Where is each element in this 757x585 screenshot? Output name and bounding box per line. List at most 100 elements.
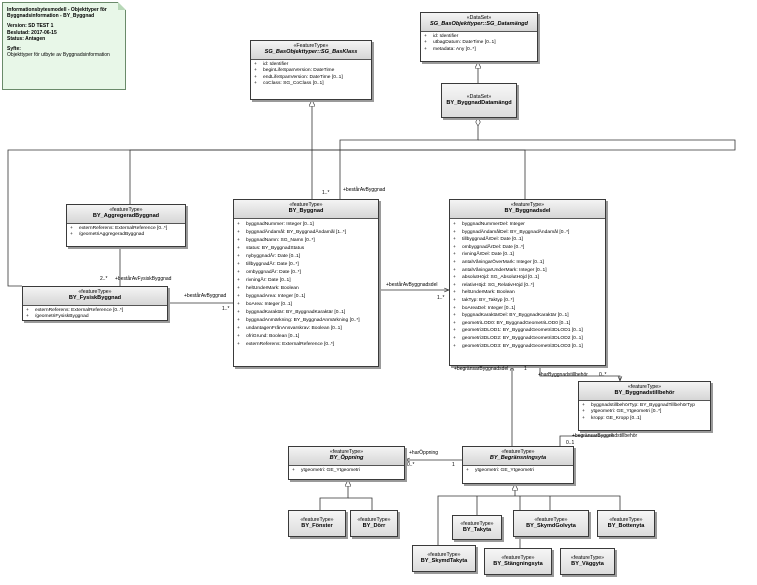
class-name: BY_Takyta <box>462 526 492 533</box>
attribute: nybyggnadÅr: Date [0..1] <box>237 253 375 261</box>
class-by-oppning[interactable]: «featureType» BY_Öppning ytgeometri: GE_… <box>288 446 405 480</box>
class-by-dorr[interactable]: «featureType» BY_Dörr <box>350 510 398 537</box>
attribute: undantagenFrånAnsvarskrav: Boolean [0..1… <box>237 325 375 333</box>
attribute: tillbyggnadÅrDel: Date [0..1] <box>453 236 602 244</box>
aggregation-line <box>7 139 736 287</box>
note-title: Informationsbytesmodell - Objekttyper fö… <box>7 7 107 20</box>
class-sg-datamangd[interactable]: «DataSet» SG_BasObjekttyper::SG_Datamäng… <box>420 12 538 62</box>
association-line <box>539 366 620 381</box>
class-by-fysiskbyggnad[interactable]: «featureType» BY_FysiskByggnad externRef… <box>22 286 168 321</box>
class-by-begransningsyta[interactable]: «featureType» BY_Begränsningsyta ytgeome… <box>462 446 574 484</box>
class-by-vaggyta[interactable]: «featureType» BY_Väggyta <box>560 548 615 575</box>
attribute: relativHöjd: SG_RelativHöjd [0..*] <box>453 282 602 290</box>
attribute: /geometriAggregeradByggnad <box>70 232 182 238</box>
attribute: geometri3DLOD3: BY_ByggnadGeometri3DLOD3… <box>453 343 602 351</box>
attribute: externReferens: ExternalReference [0..*] <box>237 341 375 349</box>
stereotype: «featureType» <box>427 551 461 558</box>
attribute: geometri3DLOD2: BY_ByggnadGeometri3DLOD2… <box>453 335 602 343</box>
multiplicity-label: 0..1 <box>566 440 575 446</box>
stereotype: «featureType» <box>510 202 545 208</box>
note-version: Version: SD TEST 1 <box>7 23 54 30</box>
attribute: byggnadNamn: SG_Namn [0..*] <box>237 237 375 245</box>
stereotype: «featureType» <box>78 289 112 295</box>
class-by-skymdgolvyta[interactable]: «featureType» BY_SkymdGolvyta <box>513 510 589 537</box>
attribute: externReferens: ExternalReference [0..*] <box>70 226 182 232</box>
class-by-aggregeradbyggnad[interactable]: «featureType» BY_AggregeradByggnad exter… <box>66 204 186 247</box>
role-label: +begränsarByggnadsdel <box>454 366 509 372</box>
attribute: endLifeSpanVersion: DateTime [0..1] <box>254 75 368 81</box>
attribute: heltUnderMark: Boolean <box>237 285 375 293</box>
class-by-skymdtakyta[interactable]: «featureType» BY_SkymdTakyta <box>412 545 476 572</box>
attribute: byggnadKaraktärDel: BY_ByggnadKaraktär [… <box>453 312 602 320</box>
attribute: tillbyggnadÅr: Date [0..*] <box>237 261 375 269</box>
attribute: id: Identifier <box>424 34 534 40</box>
class-name: BY_AggregeradByggnad <box>92 213 160 219</box>
attribute: byggnadKaraktär: BY_ByggnadKaraktär [0..… <box>237 309 375 317</box>
multiplicity-label: 1 <box>452 462 455 468</box>
attribute: antalVåningarUnderMark: Integer [0..1] <box>453 267 602 275</box>
class-sg-basklass[interactable]: «FeatureType» SG_BasObjekttyper::SG_BasK… <box>250 40 372 100</box>
stereotype: «featureType» <box>534 516 568 523</box>
attribute: byggnadÄndamålDel: BY_ByggnadÄndamål [0.… <box>453 229 602 237</box>
class-name: BY_Byggnadstillbehör <box>614 390 675 396</box>
attribute: geometriLOD0: BY_ByggnadGeometriLOD0 [0.… <box>453 320 602 328</box>
stereotype: «DataSet» <box>466 15 492 21</box>
multiplicity-label: 2..* <box>100 276 108 282</box>
attribute: ytgeometri: GE_Ytgeometri [0..*] <box>582 409 707 415</box>
stereotype: «DataSet» <box>466 93 492 100</box>
model-info-note: Informationsbytesmodell - Objekttyper fö… <box>2 2 126 90</box>
class-name: BY_Väggyta <box>571 560 604 567</box>
attribute: byggnadNummerDel: Integer <box>453 221 602 229</box>
class-name: BY_SkymdGolvyta <box>526 522 576 529</box>
attribute: absolutHöjd: SG_AbsolutHöjd [0..1] <box>453 274 602 282</box>
attribute: ofriGrund: Boolean [0..1] <box>237 333 375 341</box>
class-by-fonster[interactable]: «featureType» BY_Fönster <box>288 510 346 537</box>
role-label: +bestårAvByggnad <box>343 187 386 193</box>
role-label: +bestårAvFysiskByggnad <box>115 276 172 282</box>
role-label: +harÖppning <box>409 450 439 456</box>
note-decided: Beslutad: 2017-06-15 <box>7 29 57 36</box>
class-by-byggnad[interactable]: «featureType» BY_Byggnad byggnadNummer: … <box>233 199 379 367</box>
class-by-byggnadsdel[interactable]: «featureType» BY_Byggnadsdel byggnadNumm… <box>449 199 606 366</box>
class-by-bottenyta[interactable]: «featureType» BY_Bottenyta <box>597 510 655 537</box>
class-by-takyta[interactable]: «featureType» BY_Takyta <box>452 515 502 540</box>
stereotype: «FeatureType» <box>293 43 329 49</box>
class-name: BY_Bottenyta <box>607 522 645 529</box>
class-by-byggnaddatamangd[interactable]: «DataSet» BY_ByggnadDatamängd <box>441 83 517 118</box>
multiplicity-label: 1..* <box>322 190 330 196</box>
class-by-stangningsyta[interactable]: «featureType» BY_Stängningsyta <box>484 548 552 575</box>
attribute: utbagDatum: DateTime [0..1] <box>424 40 534 46</box>
stereotype: «featureType» <box>329 449 364 455</box>
multiplicity-label: 0..* <box>407 462 415 468</box>
attribute: kropp: GE_Kropp [0..1] <box>582 416 707 422</box>
attribute: antalVåningarÖverMark: Integer [0..1] <box>453 259 602 267</box>
stereotype: «featureType» <box>460 520 494 527</box>
generalization-line <box>348 497 373 510</box>
class-name: BY_Byggnadsdel <box>504 208 551 214</box>
class-name: BY_Begränsningsyta <box>489 455 547 461</box>
attribute: heltUnderMark: Boolean <box>453 289 602 297</box>
attribute: status: BY_ByggnadStatus <box>237 245 375 253</box>
class-name: SG_BasObjekttyper::SG_BasKlass <box>264 49 358 55</box>
multiplicity-label: 0..* <box>599 372 607 378</box>
class-by-byggnadstillbehor[interactable]: «featureType» BY_Byggnadstillbehör byggn… <box>578 381 711 431</box>
stereotype: «featureType» <box>289 202 323 208</box>
attribute: ytgeometri: GE_Ytgeometri <box>292 468 401 474</box>
association-line <box>559 431 613 446</box>
role-label: +begränsarByggnadstillbehör <box>572 433 638 439</box>
stereotype: «featureType» <box>627 384 662 390</box>
role-label: +harByggnadstillbehör <box>538 372 588 378</box>
multiplicity-label: 1 <box>524 366 527 372</box>
class-name: BY_SkymdTakyta <box>420 557 468 564</box>
attribute: metadata: Any [0..*] <box>424 47 534 53</box>
attribute: geometri3DLOD1: BY_ByggnadGeometri3DLOD1… <box>453 327 602 335</box>
class-name: BY_Dörr <box>362 522 386 529</box>
stereotype: «featureType» <box>300 516 334 523</box>
class-name: BY_Stängningsyta <box>493 560 543 567</box>
attribute: takTyp: BY_Taktyp [0..*] <box>453 297 602 305</box>
attribute: byggnadÄndamål: BY_ByggnadÄndamål [1..*] <box>237 229 375 237</box>
attribute: ombyggnadÅr: Date [0..*] <box>237 269 375 277</box>
attribute: byggnadArea: Integer [0..1] <box>237 293 375 301</box>
class-name: BY_Öppning <box>329 455 364 461</box>
